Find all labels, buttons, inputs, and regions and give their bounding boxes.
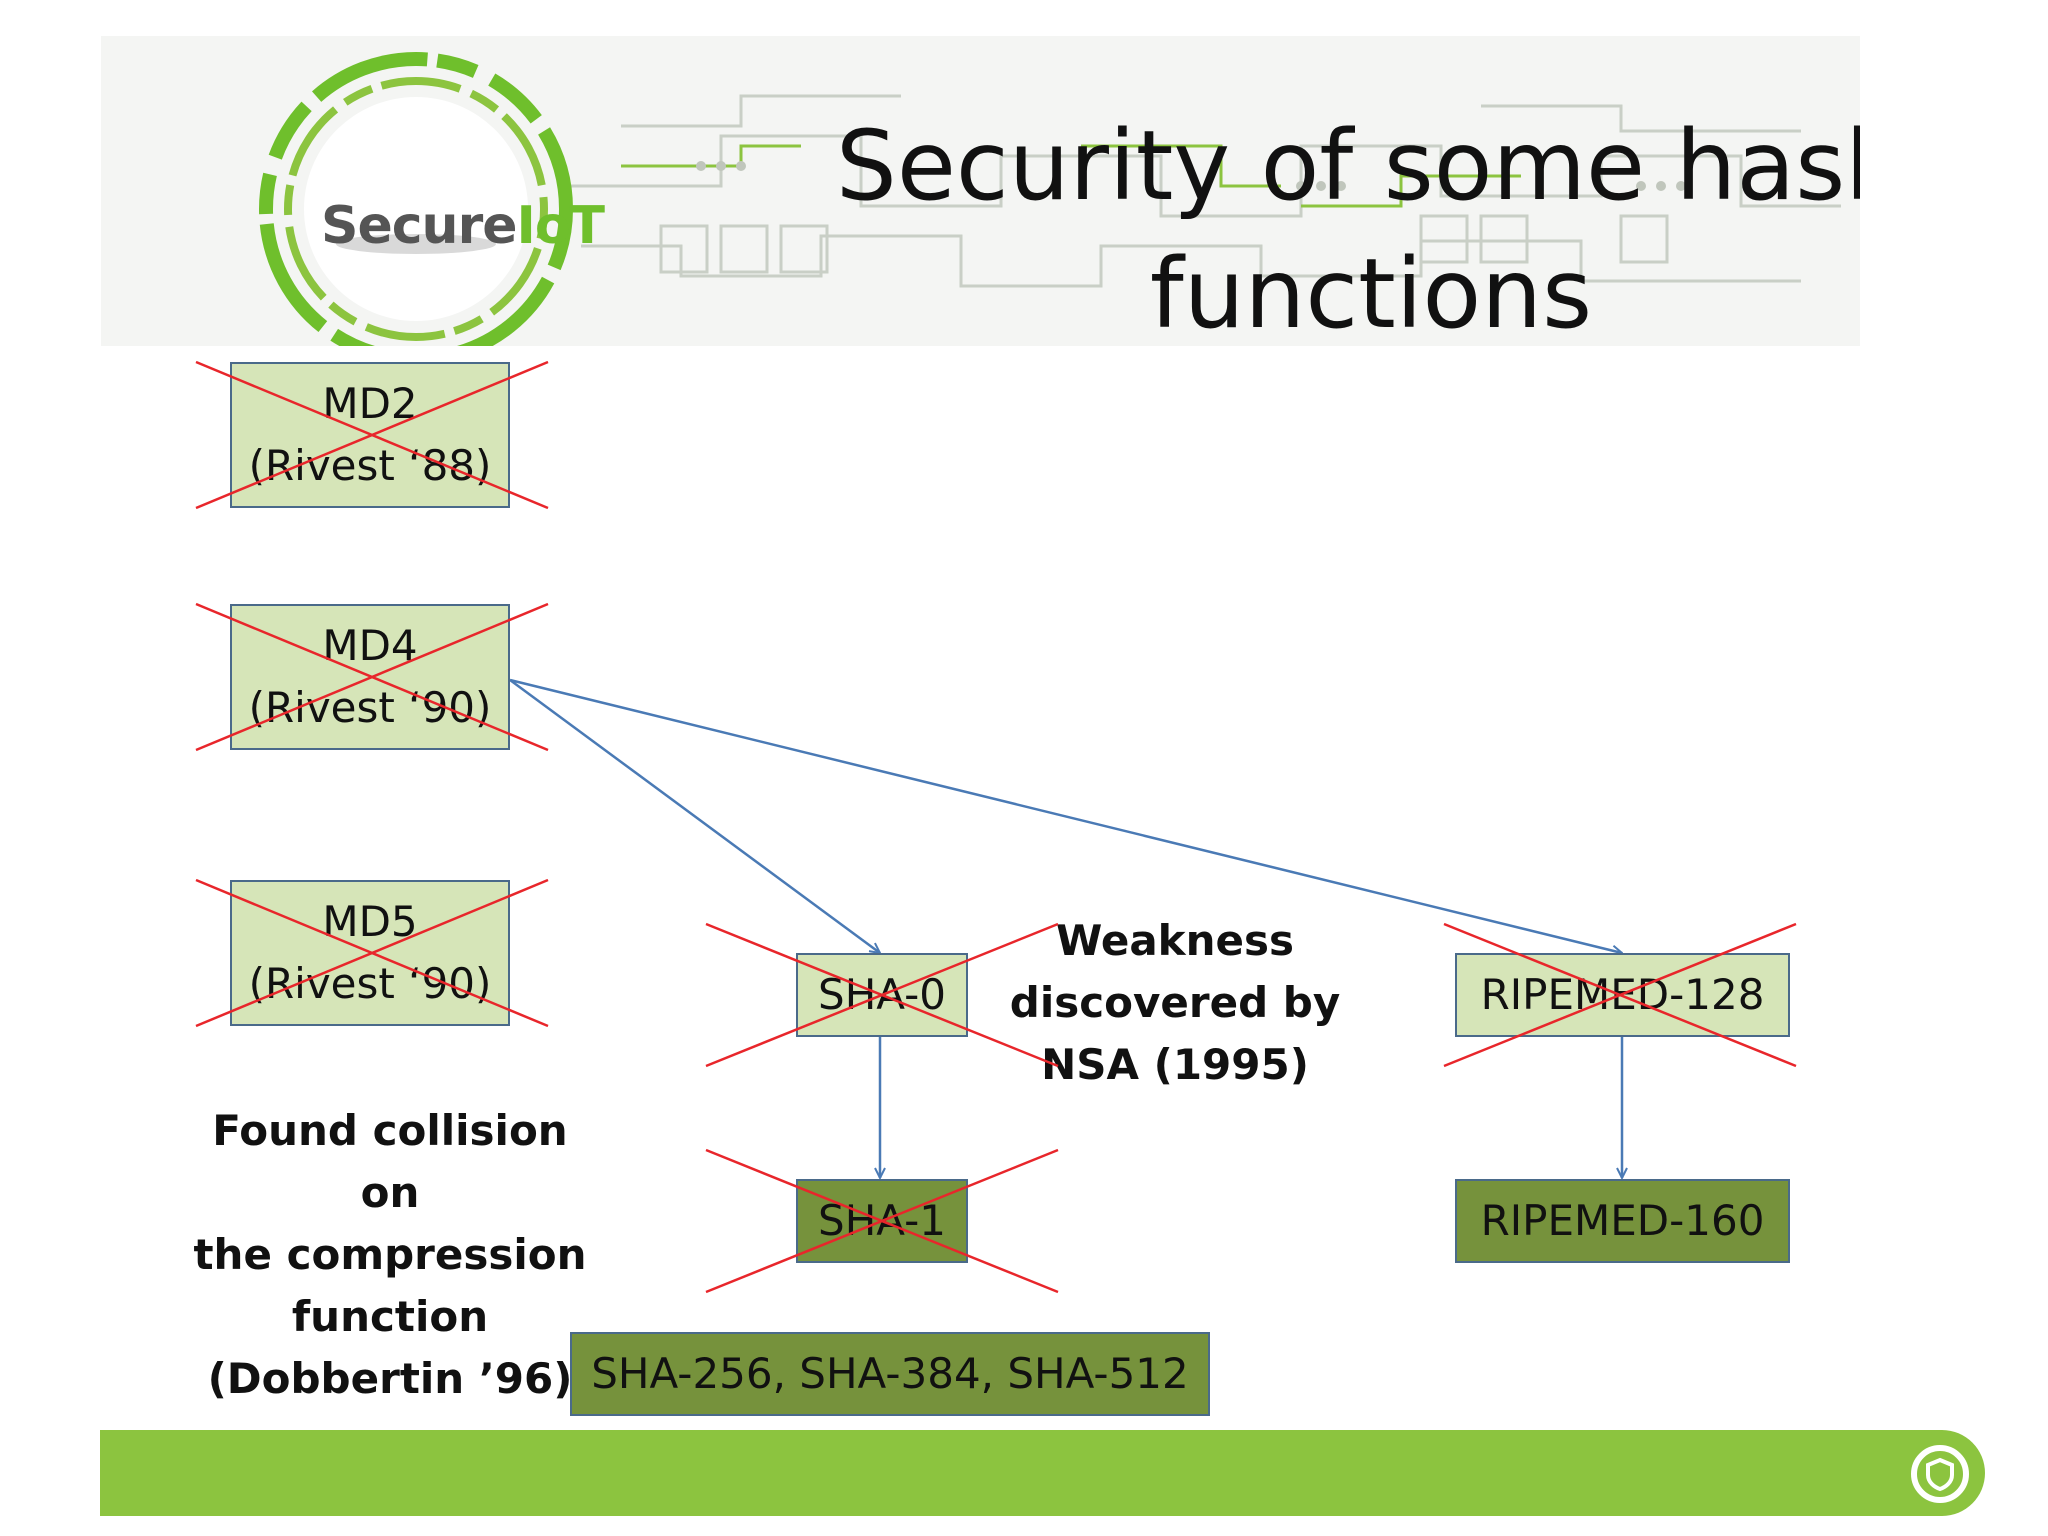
logo-text-accent: IoT [516,196,605,256]
logo-text-main: Secure [321,196,517,256]
edge-md4-to-ripemd128 [509,678,1622,953]
node-md4: MD4 (Rivest ‘90) [230,604,510,750]
node-sha0: SHA-0 [796,953,968,1037]
node-sha1: SHA-1 [796,1179,968,1263]
header-banner: SecureIoT Security of some hash function… [101,36,1860,346]
node-ripemd160: RIPEMED-160 [1455,1179,1790,1263]
node-md2: MD2 (Rivest ‘88) [230,362,510,508]
footer-bar [100,1430,1985,1516]
slide-title: Security of some hash functions [835,110,1860,346]
logo-wordmark: SecureIoT [321,196,605,256]
note-nsa-weakness: Weakness discovered by NSA (1995) [1009,916,1341,1089]
shield-icon [1911,1445,1969,1503]
edge-md4-to-sha0 [509,678,880,953]
node-md5: MD5 (Rivest ‘90) [230,880,510,1026]
note-dobbertin-collision: Found collision on the compression funct… [193,1106,587,1403]
node-sha2-family: SHA-256, SHA-384, SHA-512 [570,1332,1210,1416]
node-ripemd128: RIPEMED-128 [1455,953,1790,1037]
secureiot-logo [259,52,573,346]
circuit-background [561,94,1841,288]
